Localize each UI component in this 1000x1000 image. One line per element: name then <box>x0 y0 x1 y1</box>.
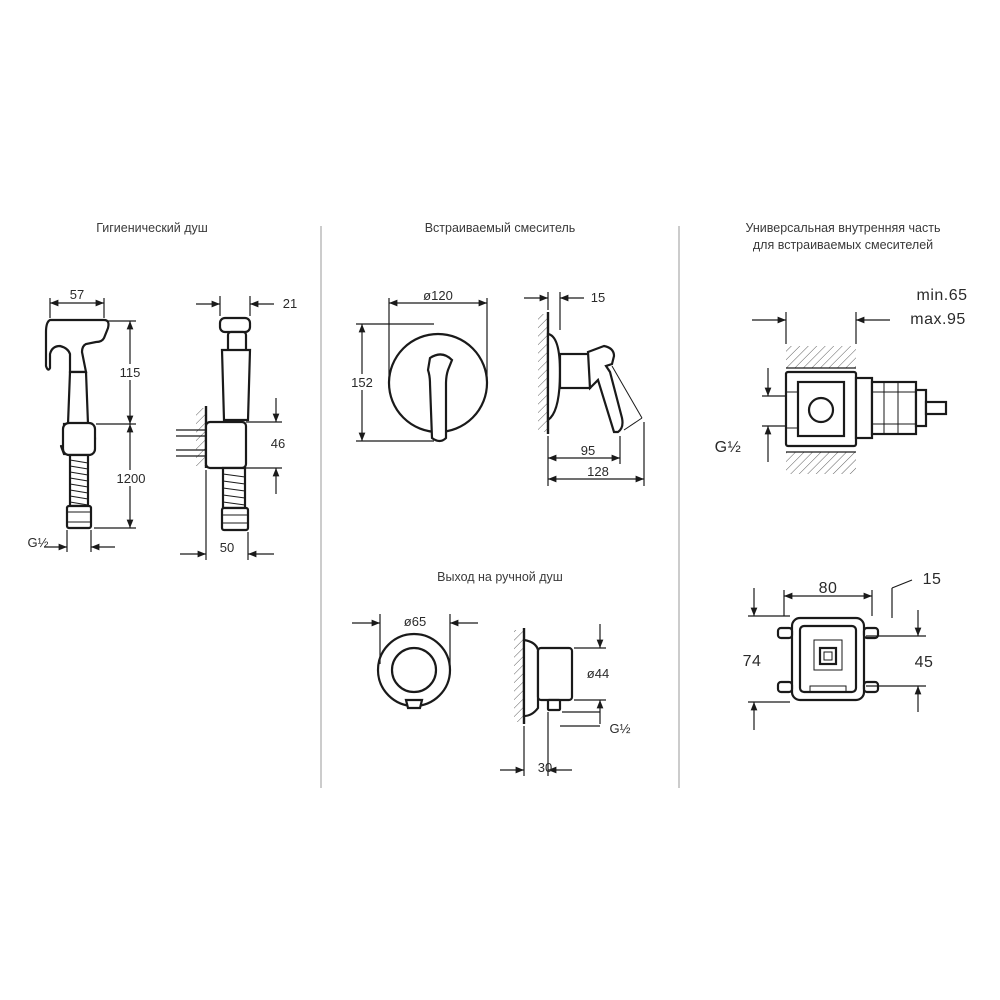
dim-holder-width: 50 <box>220 540 234 555</box>
title-universal-part-line1: Универсальная внутренняя часть <box>746 221 941 235</box>
dim-mixer-rosette: 15 <box>591 290 605 305</box>
shower-holder-drawing <box>176 316 252 532</box>
title-hygienic-shower: Гигиенический душ <box>96 221 208 235</box>
hand-shower-drawing <box>44 318 110 530</box>
dim-handset-width: 57 <box>70 287 84 302</box>
outlet-side-drawing <box>514 628 574 724</box>
box-front-drawing <box>776 616 880 702</box>
dim-mixer-depth-b: 128 <box>587 464 609 479</box>
dim-install-min: min.65 <box>916 287 967 304</box>
box-side-drawing <box>784 346 948 474</box>
dim-rosette-height: 152 <box>351 375 373 390</box>
dim-outlet-thread: G½ <box>610 721 631 736</box>
mixer-side-drawing <box>538 312 643 434</box>
dim-box-offset: 15 <box>923 571 942 588</box>
dim-box-width: 80 <box>819 580 838 597</box>
dim-handset-thread: G½ <box>28 535 49 550</box>
dim-rosette-diameter: ø120 <box>423 288 453 303</box>
mixer-front-drawing <box>387 332 489 443</box>
dim-outlet-body: ø44 <box>587 666 609 681</box>
dim-hose-length: 1200 <box>117 471 146 486</box>
title-built-in-mixer: Встраиваемый смеситель <box>425 221 576 235</box>
dim-mixer-depth-a: 95 <box>581 443 595 458</box>
dim-box-inner: 45 <box>915 654 934 671</box>
outlet-front-drawing <box>376 632 452 710</box>
dim-outlet-diameter: ø65 <box>404 614 426 629</box>
dim-box-height: 74 <box>743 653 762 670</box>
dim-holder-depth: 21 <box>283 296 297 311</box>
title-shower-outlet: Выход на ручной душ <box>437 570 563 584</box>
dim-handset-height: 115 <box>120 365 141 380</box>
title-universal-part-line2: для встраиваемых смесителей <box>753 238 933 252</box>
dim-holder-height: 46 <box>271 436 285 451</box>
dim-box-thread: G½ <box>715 439 742 456</box>
dim-outlet-depth: 30 <box>538 760 552 775</box>
dim-install-max: max.95 <box>910 311 965 328</box>
